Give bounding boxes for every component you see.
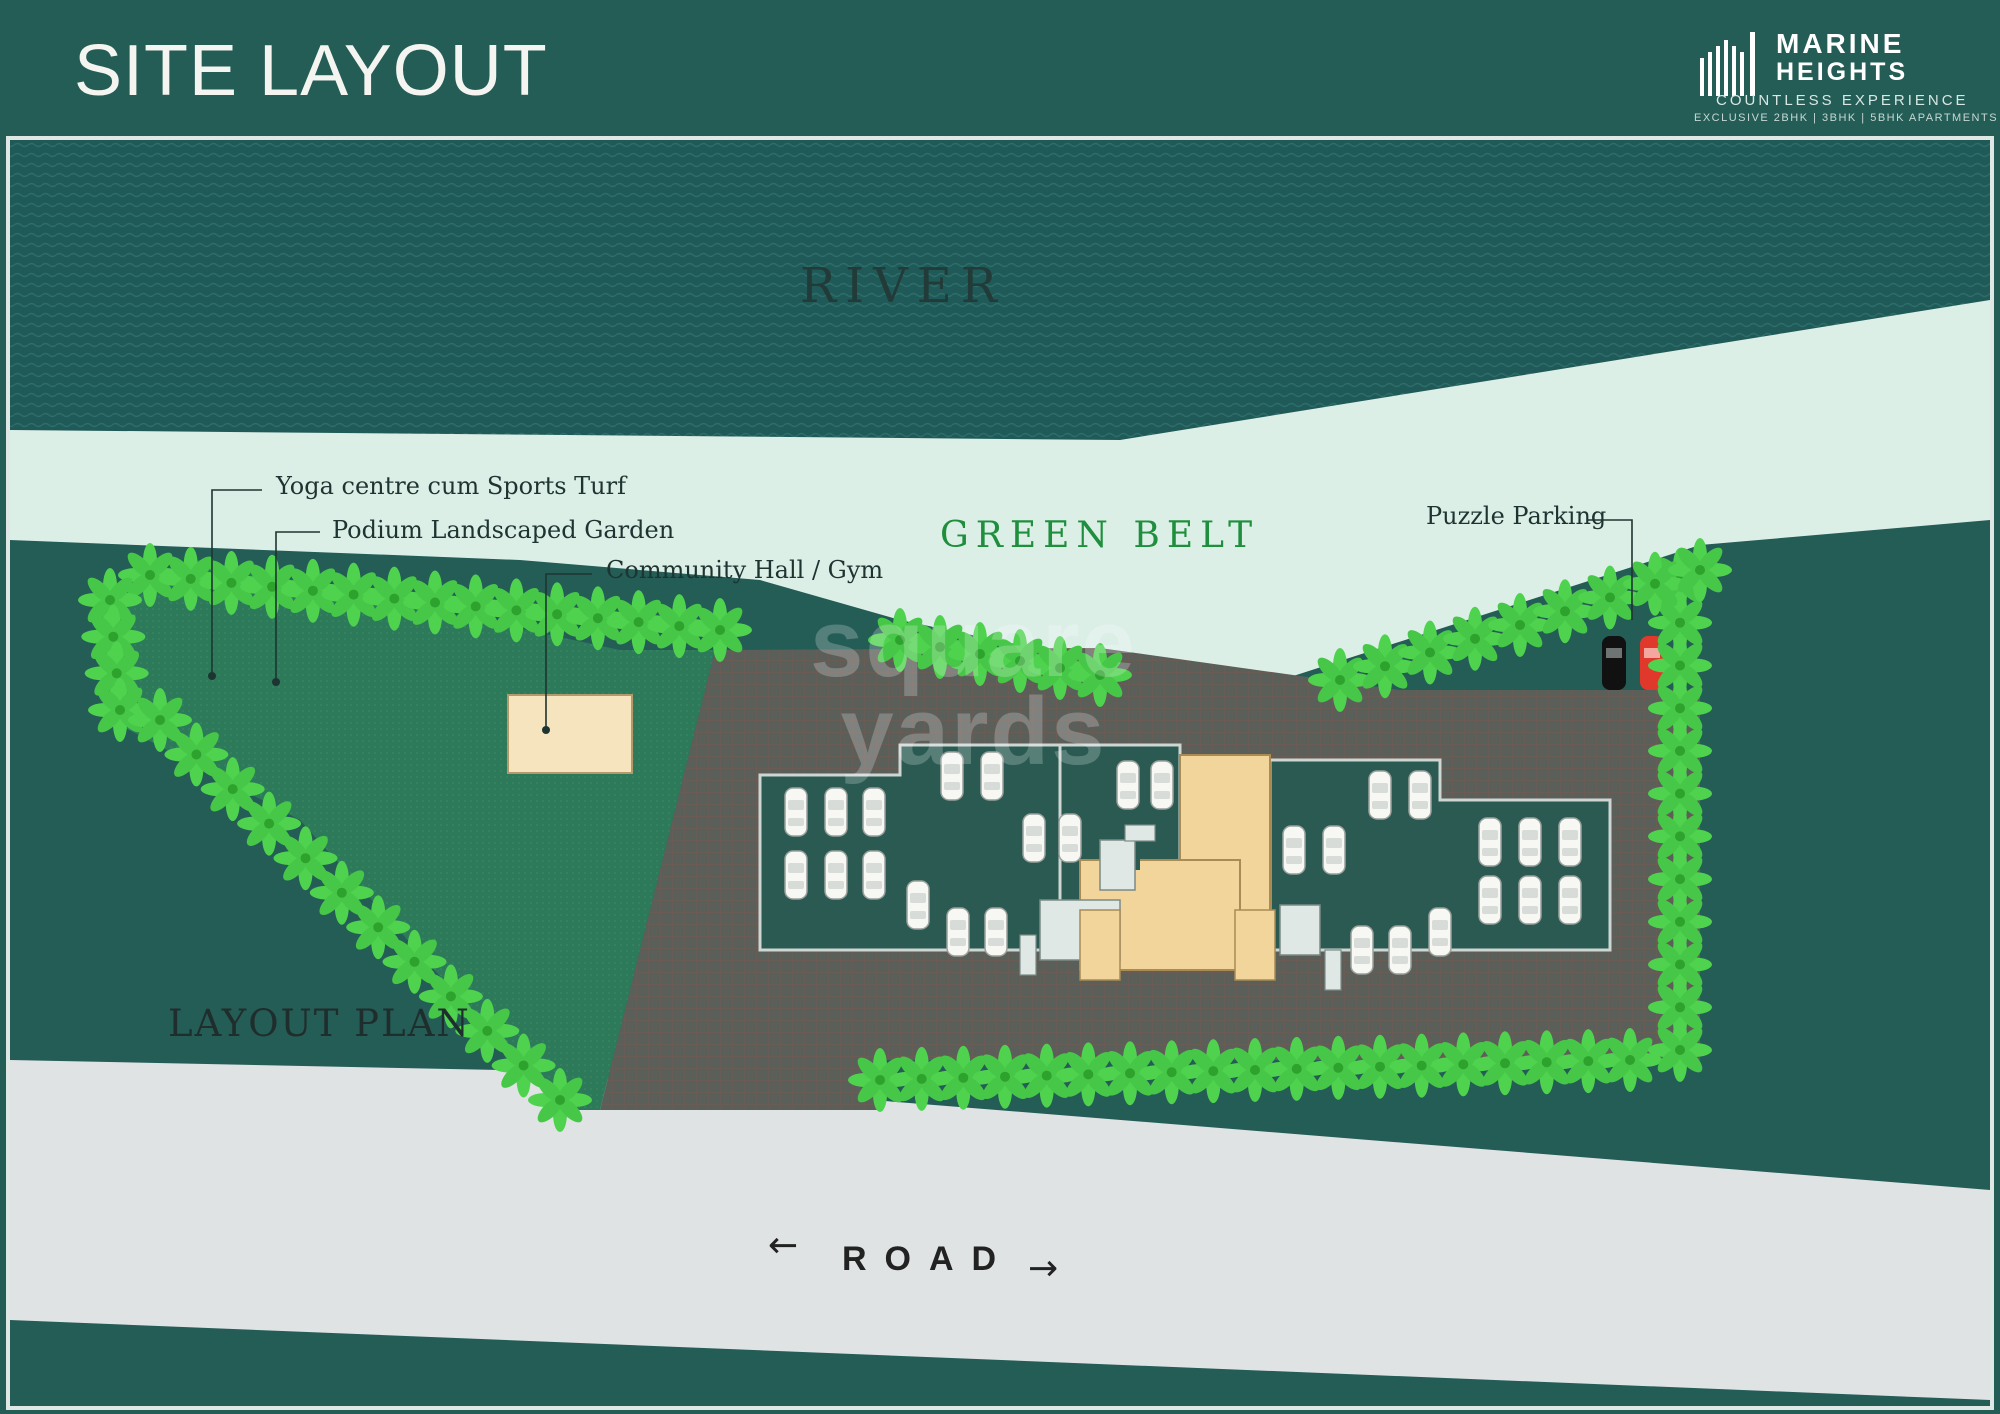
community-hall-block	[507, 694, 633, 774]
river-label: RIVER	[800, 258, 1006, 314]
brand-subline: EXCLUSIVE 2BHK | 3BHK | 5BHK APARTMENTS	[1694, 112, 1999, 124]
green-belt-label: GREEN BELT	[940, 515, 1260, 556]
callout-community-hall: Community Hall / Gym	[606, 556, 884, 584]
callout-puzzle-parking: Puzzle Parking	[1426, 502, 1607, 530]
brand-tagline: COUNTLESS EXPERIENCE	[1716, 92, 1969, 109]
road-label: ROAD	[842, 1240, 1015, 1278]
watermark-line2: yards	[840, 678, 1107, 785]
callout-dots	[208, 672, 550, 734]
building-logo-icon	[1700, 32, 1755, 96]
page-title: SITE LAYOUT	[74, 31, 548, 111]
river-area	[10, 140, 1990, 440]
brand-name-line2: HEIGHTS	[1776, 58, 1909, 86]
green-belt-area	[10, 300, 1990, 690]
watermark-line1: square	[810, 590, 1137, 697]
callout-yoga: Yoga centre cum Sports Turf	[276, 472, 626, 500]
callout-leaders	[211, 489, 1633, 730]
arrow-left-icon: ←	[768, 1225, 799, 1266]
layout-plan-label: LAYOUT PLAN	[168, 1002, 471, 1045]
brand-logo: MARINE HEIGHTS COUNTLESS EXPERIENCE EXCL…	[1676, 24, 1997, 134]
watermark: square yards	[810, 590, 1137, 785]
callout-podium-garden: Podium Landscaped Garden	[332, 516, 675, 544]
road-area	[10, 1060, 1990, 1400]
arrow-right-icon: →	[1028, 1248, 1059, 1289]
brand-name-line1: MARINE	[1776, 28, 1905, 59]
